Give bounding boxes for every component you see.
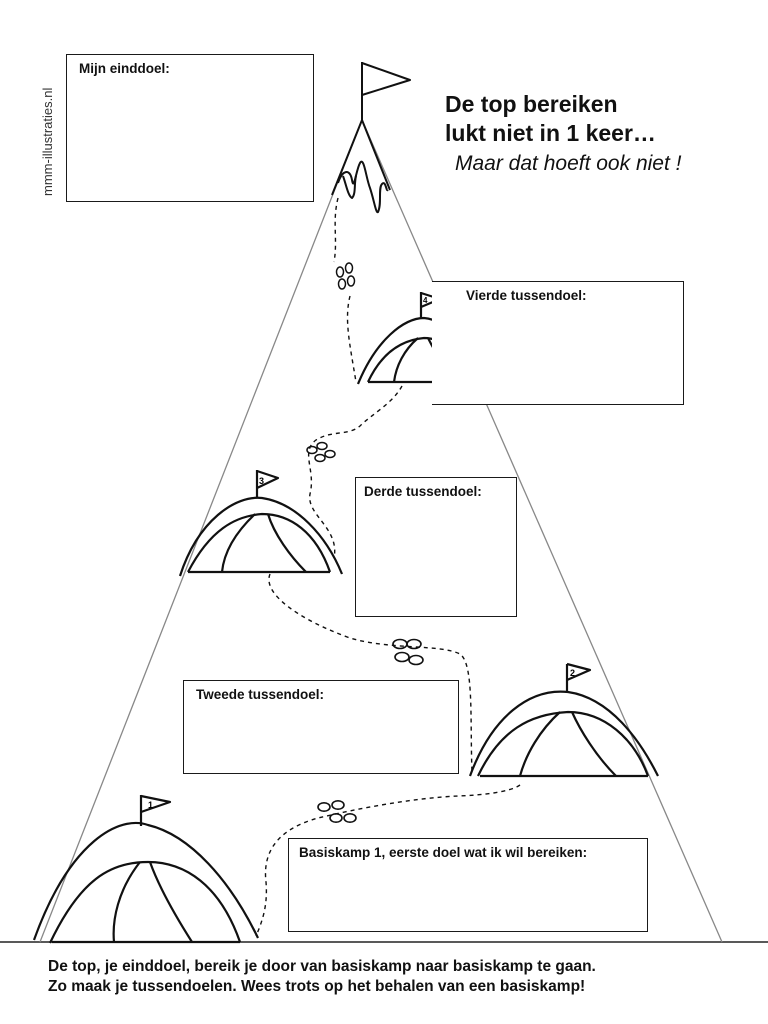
footer-line-2: Zo maak je tussendoelen. Wees trots op h…: [48, 978, 586, 995]
tent-3: [178, 469, 344, 577]
mountain-left-side: [39, 119, 363, 943]
flag-number-1: 1: [148, 800, 153, 810]
derde-tussendoel-box[interactable]: Derde tussendoel:: [355, 477, 517, 617]
basiskamp-box[interactable]: Basiskamp 1, eerste doel wat ik wil bere…: [288, 838, 648, 932]
flag-number-4: 4: [423, 296, 428, 305]
einddoel-box[interactable]: Mijn einddoel:: [66, 54, 314, 202]
footer-text: De top, je einddoel, bereik je door van …: [48, 957, 596, 997]
page-title: De top bereiken lukt niet in 1 keer…: [445, 90, 656, 148]
flag-number-3: 3: [259, 476, 264, 486]
page-subtitle: Maar dat hoeft ook niet !: [455, 152, 682, 175]
vierde-tussendoel-label: Vierde tussendoel:: [466, 288, 587, 303]
summit-snowcap: [331, 119, 391, 214]
tent-1: [32, 794, 259, 944]
vierde-tussendoel-box[interactable]: Vierde tussendoel:: [432, 281, 684, 405]
footer-line-1: De top, je einddoel, bereik je door van …: [48, 958, 596, 975]
watermark: mmm-illustraties.nl: [40, 87, 55, 196]
title-line-2: lukt niet in 1 keer…: [445, 120, 656, 146]
derde-tussendoel-label: Derde tussendoel:: [364, 484, 482, 499]
einddoel-label: Mijn einddoel:: [79, 61, 170, 76]
flag-number-2: 2: [570, 668, 575, 678]
tweede-tussendoel-box[interactable]: Tweede tussendoel:: [183, 680, 459, 774]
mountain-right-side: [361, 119, 723, 943]
title-line-1: De top bereiken: [445, 91, 618, 117]
footprints-4: [335, 262, 356, 290]
footprints-2: [392, 638, 424, 666]
tweede-tussendoel-label: Tweede tussendoel:: [196, 687, 325, 702]
summit-flag: [361, 62, 411, 122]
basiskamp-label: Basiskamp 1, eerste doel wat ik wil bere…: [299, 845, 588, 860]
tent-2: [468, 662, 659, 778]
footprints-1: [317, 799, 357, 823]
footprints-3: [306, 441, 336, 463]
